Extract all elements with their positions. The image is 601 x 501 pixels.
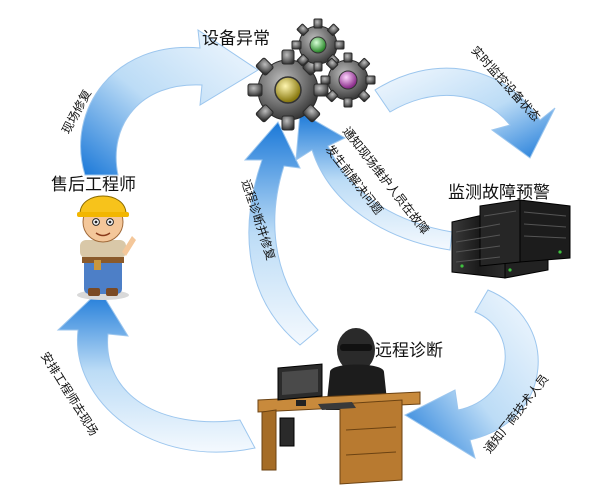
node-label-after-sales-engineer: 售后工程师 bbox=[51, 175, 136, 195]
arrow-realtime-monitor bbox=[374, 67, 556, 159]
node-label-monitor-alert: 监测故障预警 bbox=[448, 183, 550, 203]
engineer-icon bbox=[77, 195, 136, 300]
arrow-onsite-repair bbox=[80, 28, 259, 176]
arrow-remote-repair bbox=[243, 121, 319, 346]
arrow-notify-vendor bbox=[403, 289, 539, 460]
arrow-arrange-engineer bbox=[56, 289, 256, 453]
gears-icon bbox=[247, 18, 376, 131]
server-rack-icon bbox=[451, 199, 571, 279]
node-label-remote-diagnosis: 远程诊断 bbox=[375, 341, 443, 361]
node-label-device-fault: 设备异常 bbox=[202, 29, 270, 49]
remote-operator-icon bbox=[257, 328, 421, 485]
